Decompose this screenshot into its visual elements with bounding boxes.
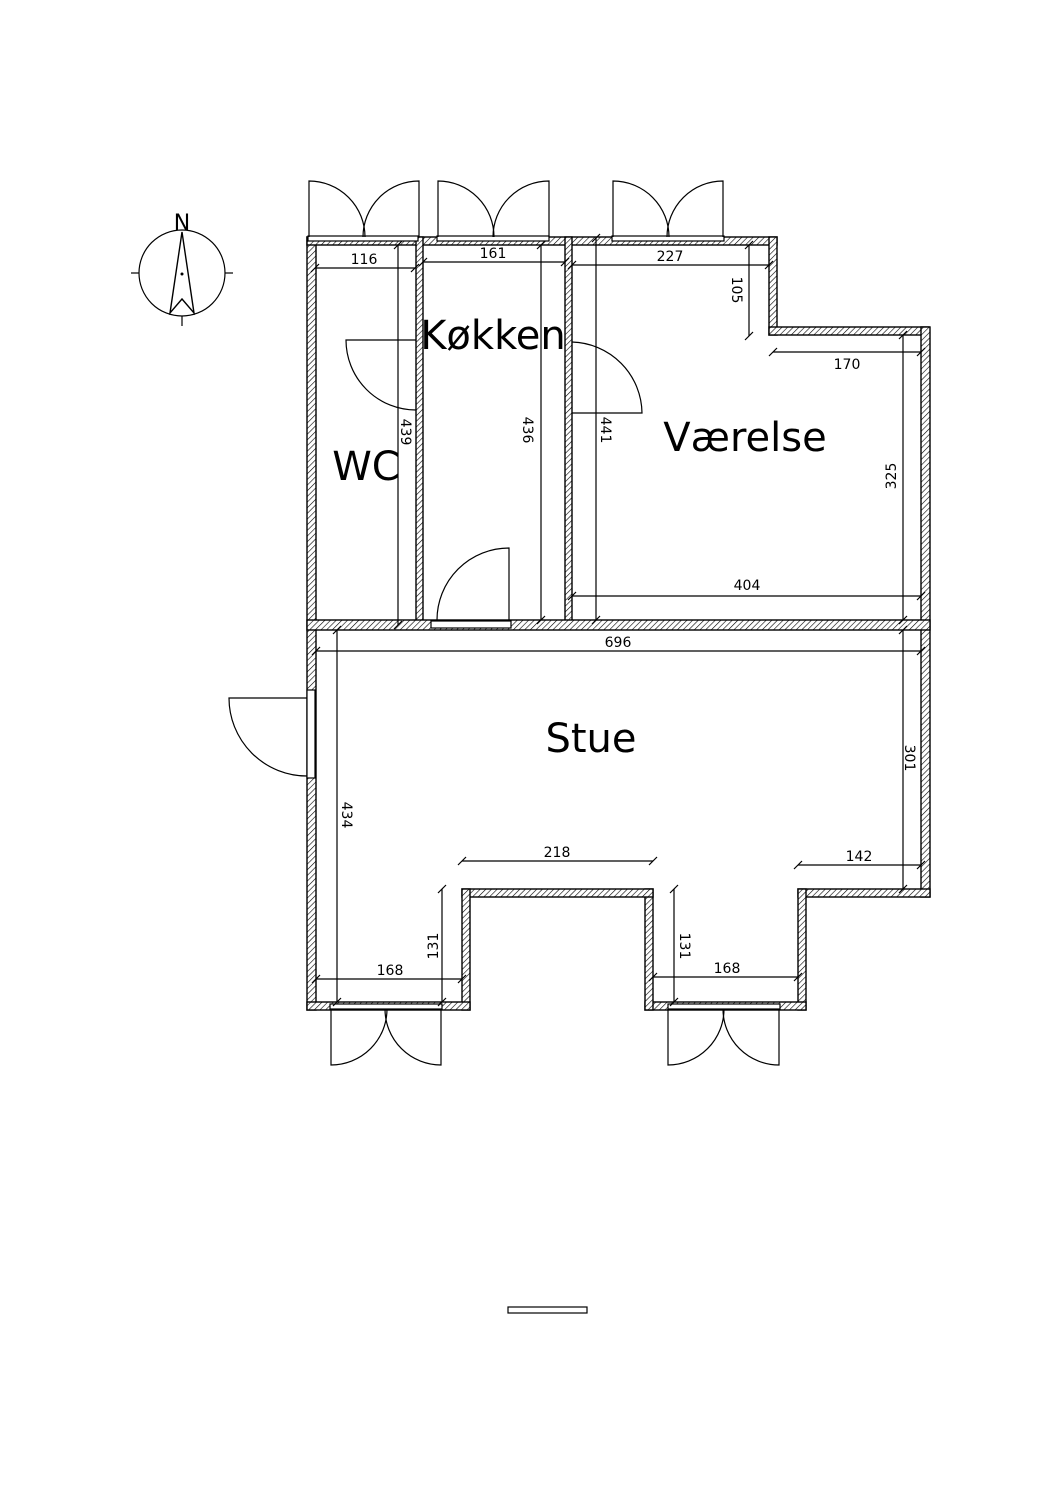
swing-bedroom-right bbox=[666, 180, 724, 238]
window-swings bbox=[308, 180, 780, 1066]
wall-left-bay-east bbox=[461, 888, 471, 1011]
wall-bedroom-notch-vertical bbox=[768, 236, 778, 336]
wall-right-bay-east bbox=[797, 888, 807, 1011]
room-label-kitchen: Køkken bbox=[420, 313, 566, 359]
window-right-bay bbox=[667, 1003, 781, 1010]
door-bedroom bbox=[571, 341, 643, 414]
dim-bedroom-width: 227 bbox=[657, 249, 684, 265]
window-left-bay bbox=[329, 1003, 443, 1010]
dim-bedroom-full-width: 404 bbox=[734, 578, 761, 594]
dim-bedroom-ext-width: 170 bbox=[834, 357, 861, 373]
dim-wc-height: 439 bbox=[397, 419, 413, 446]
dimension-lines bbox=[310, 233, 926, 1007]
dim-center-bay-width: 218 bbox=[544, 845, 571, 861]
opening-kitchen-door bbox=[430, 620, 512, 629]
dim-bedroom-ext-height: 325 bbox=[884, 463, 900, 490]
dim-wc-width: 116 bbox=[351, 252, 378, 268]
swing-kitchen-right bbox=[492, 180, 550, 238]
scale-bar bbox=[507, 1306, 588, 1314]
door-kitchen bbox=[436, 547, 510, 621]
dim-right-bay-depth: 131 bbox=[676, 933, 692, 960]
dim-left-bay-depth: 131 bbox=[426, 933, 442, 960]
dim-living-right-height: 301 bbox=[901, 745, 917, 772]
dim-bedroom-notch-depth: 105 bbox=[728, 277, 744, 304]
walls bbox=[306, 236, 931, 1011]
dim-kitchen-height: 436 bbox=[519, 417, 535, 444]
dim-right-bay-width: 168 bbox=[714, 961, 741, 977]
wall-south-right-ledge bbox=[797, 888, 931, 898]
dim-left-bay-width: 168 bbox=[377, 963, 404, 979]
window-bedroom bbox=[611, 235, 725, 242]
swing-right-bay-right bbox=[722, 1008, 780, 1066]
dim-kitchen-width: 161 bbox=[480, 246, 507, 262]
swing-left-bay-right bbox=[384, 1008, 442, 1066]
north-arrow-icon bbox=[168, 231, 196, 316]
dim-bedroom-height: 441 bbox=[597, 417, 613, 444]
dim-right-ledge-width: 142 bbox=[846, 849, 873, 865]
wall-right-bay-west bbox=[644, 888, 654, 1011]
room-label-bedroom: Værelse bbox=[663, 415, 826, 461]
door-entrance bbox=[228, 697, 308, 777]
swing-wc-right bbox=[362, 180, 420, 238]
wall-east bbox=[920, 326, 931, 898]
dimension-labels: 116 161 227 105 170 439 436 441 325 404 … bbox=[338, 246, 917, 979]
wall-kitchen-bedroom bbox=[564, 236, 573, 629]
room-label-wc: WC bbox=[332, 444, 399, 490]
swing-bedroom-left bbox=[612, 180, 670, 238]
swing-wc-left bbox=[308, 180, 366, 238]
wall-living-north bbox=[306, 619, 931, 631]
compass: N bbox=[131, 211, 233, 326]
dim-living-height: 434 bbox=[338, 802, 354, 829]
swing-left-bay-left bbox=[330, 1008, 388, 1066]
doors bbox=[228, 339, 643, 777]
door-wc bbox=[345, 339, 417, 411]
dim-total-width: 696 bbox=[605, 635, 632, 651]
wall-wc-kitchen bbox=[415, 236, 424, 629]
opening-entrance bbox=[306, 689, 316, 779]
wall-south-center bbox=[461, 888, 654, 898]
swing-kitchen-left bbox=[437, 180, 495, 238]
room-label-living: Stue bbox=[545, 716, 636, 762]
compass-north-label: N bbox=[174, 211, 190, 236]
room-labels: WC Køkken Værelse Stue bbox=[332, 313, 826, 762]
swing-right-bay-left bbox=[667, 1008, 725, 1066]
